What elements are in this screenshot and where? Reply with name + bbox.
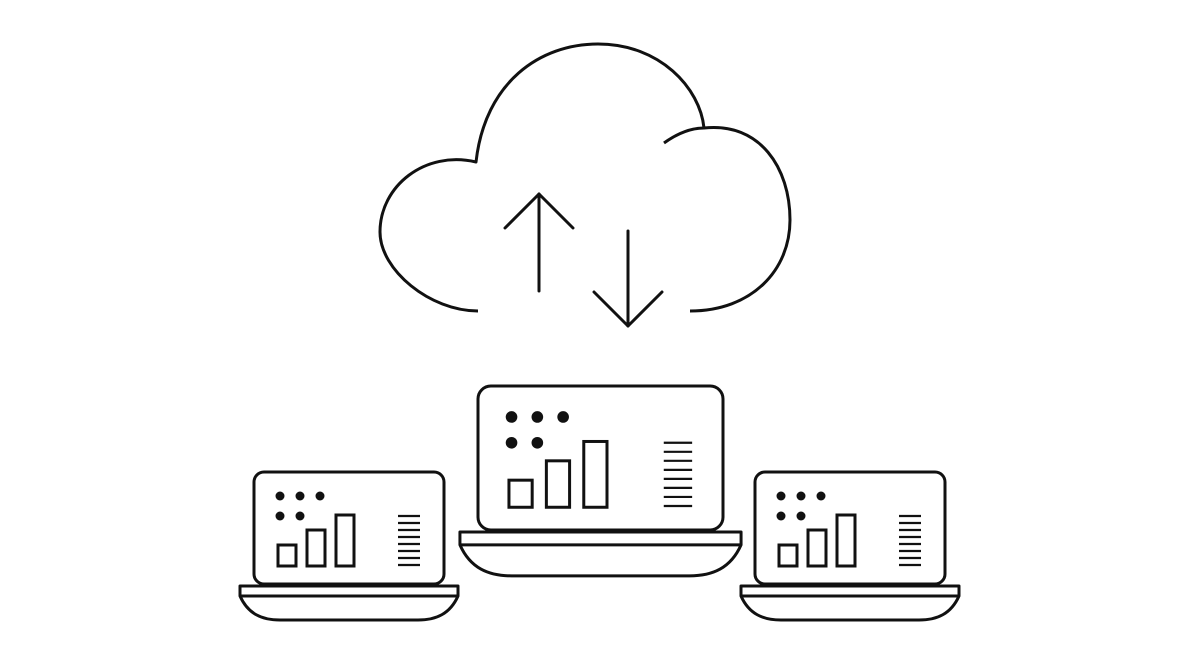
bar-icon [777,543,799,568]
laptop-screen [476,384,725,532]
laptop-icon-right [739,470,961,622]
bar-icon [835,513,857,568]
dot-icon [776,491,786,501]
bar-icon [305,528,327,568]
arrow-down-icon [592,229,664,328]
bar-icon [806,528,828,568]
dot-icon [505,436,518,449]
dot-icon [275,491,285,501]
laptop-base [739,584,961,622]
dot-icon [776,511,786,521]
dot-icon [557,411,569,423]
bar-icon [582,439,609,509]
bar-icon [334,513,356,568]
dot-icon [816,491,826,501]
dot-icon [275,511,285,521]
bar-icon [276,543,298,568]
arrow-up-icon [503,192,575,293]
laptop-icon-center [458,384,743,578]
laptop-icon-left [238,470,460,622]
dot-icon [295,491,305,501]
laptop-base [458,530,743,578]
cloud-icon [378,42,792,313]
laptop-base [238,584,460,622]
dot-icon [796,511,806,521]
laptop-screen [753,470,947,586]
laptop-screen [252,470,446,586]
dot-icon [531,436,544,449]
dot-icon [796,491,806,501]
dot-icon [315,491,325,501]
dot-icon [505,411,518,423]
dot-icon [531,411,544,423]
bar-icon [507,478,534,509]
dot-icon [295,511,305,521]
bar-icon [544,459,572,509]
